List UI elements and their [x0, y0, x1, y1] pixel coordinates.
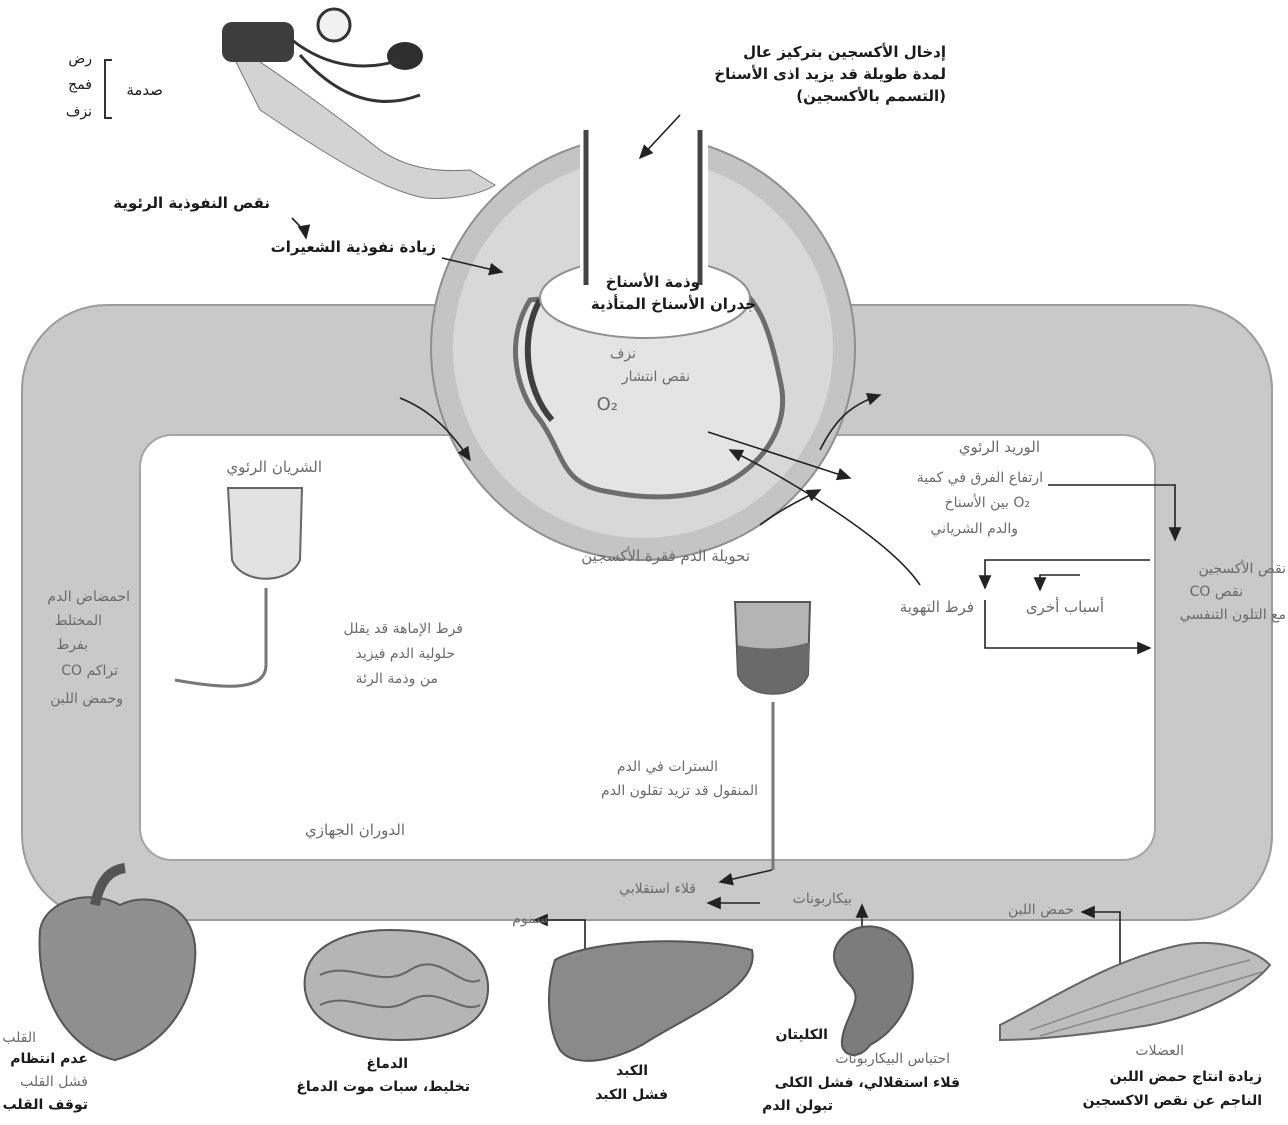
pulmonary-artery-title: الشريان الرئوي — [226, 457, 322, 477]
bleeding-label: نزف — [610, 345, 636, 364]
hydration-line-2: حلولية الدم فيزيد — [356, 645, 455, 664]
heart-line-1: عدم انتظام — [10, 1050, 88, 1069]
kidney-line-2: قلاء استقلالي، فشل الكلى — [775, 1074, 960, 1093]
pulmonary-vein-line-2: O₂ بين الأسناخ — [945, 494, 1030, 513]
muscle-illustration — [1000, 943, 1270, 1040]
kidney-line-3: تبولن الدم — [762, 1097, 833, 1116]
alveolar-edema-label: وذمة الأسناخ — [606, 272, 700, 292]
bicarbonate-label: بيكاربونات — [793, 890, 852, 909]
left-box-line-1: احمضاض الدم — [47, 588, 130, 607]
other-causes-label: أسباب أخرى — [1026, 597, 1104, 617]
diffusion-label: نقص انتشار — [622, 368, 690, 387]
toxins-label: سموم — [512, 910, 548, 929]
arm-blood-pressure-illustration — [105, 9, 495, 198]
damaged-walls-label: جدران الأسناخ المتأذية — [591, 294, 756, 314]
o2-label: O₂ — [597, 393, 618, 417]
hyperventilation-label: فرط التهوية — [900, 597, 974, 617]
left-box-line-5: وحمض اللبن — [50, 690, 123, 709]
right-box-line-3: مع التلون التنفسي — [1180, 606, 1286, 625]
brain-title: الدماغ — [366, 1055, 408, 1074]
capillary-permeability-label: زيادة نفوذية الشعيرات — [271, 237, 436, 257]
shunt-label: تحويلة الدم فقرة الأكسجين — [581, 546, 750, 566]
liver-title: الكبد — [616, 1062, 648, 1081]
pulmonary-vein-line-3: والدم الشرياني — [931, 520, 1018, 539]
right-box-line-1: نقص الأكسجين — [1198, 560, 1286, 579]
left-box-line-3: بفرط — [56, 636, 88, 655]
citrates-line-2: المنقول قد تزيد تقلون الدم — [601, 782, 758, 801]
oxygen-note-line-2: لمدة طويلة قد يزيد اذى الأسناخ — [714, 64, 946, 84]
muscles-title: العضلات — [1135, 1042, 1184, 1061]
heart-title: القلب — [2, 1029, 36, 1048]
liver-line-1: فشل الكبد — [595, 1086, 668, 1105]
muscles-line-2: الناجم عن نقص الاكسجين — [1083, 1092, 1262, 1111]
pulmonary-vein-title: الوريد الرئوي — [959, 437, 1040, 457]
liver-illustration — [549, 941, 753, 1061]
right-box-line-2: نقص CO — [1190, 583, 1243, 602]
pulmonary-vein-line-1: ارتفاع الفرق في كمية — [917, 469, 1043, 488]
muscles-line-1: زيادة انتاج حمض اللبن — [1110, 1068, 1262, 1087]
brain-illustration — [305, 930, 488, 1040]
heart-line-2: فشل القلب — [20, 1073, 88, 1092]
pulmonary-permeability-label: نقص النفوذية الرئوية — [113, 193, 270, 213]
hydration-line-1: فرط الإماهة قد يقلل — [344, 620, 464, 639]
kidney-illustration — [834, 926, 913, 1055]
hydration-line-3: من وذمة الرئة — [356, 670, 438, 689]
brain-line-1: تخليط، سبات موت الدماغ — [296, 1078, 470, 1097]
citrates-line-1: السترات في الدم — [617, 758, 718, 777]
metabolic-alkalosis-label: قلاء استقلابي — [619, 880, 696, 899]
kidney-title: الكليتان — [775, 1026, 828, 1045]
shock-label: صدمة — [126, 80, 163, 100]
left-box-line-2: المختلط — [55, 612, 102, 631]
systemic-circulation-label: الدوران الجهازي — [305, 820, 405, 840]
oxygen-note-line-1: إدخال الأكسجين بتركيز عال — [743, 42, 946, 62]
oxygen-note-line-3: (التسمم بالأكسجين) — [796, 86, 946, 106]
shock-cause-3: نزف — [66, 103, 92, 122]
left-box-line-4: تراكم CO — [61, 662, 118, 681]
lactic-acid-label: حمض اللبن — [1008, 901, 1074, 920]
heart-line-3: توقف القلب — [3, 1096, 88, 1115]
shock-cause-1: رض — [68, 50, 92, 69]
shock-cause-2: فمج — [68, 76, 92, 95]
kidney-line-1: احتباس البيكاربونات — [835, 1050, 950, 1069]
